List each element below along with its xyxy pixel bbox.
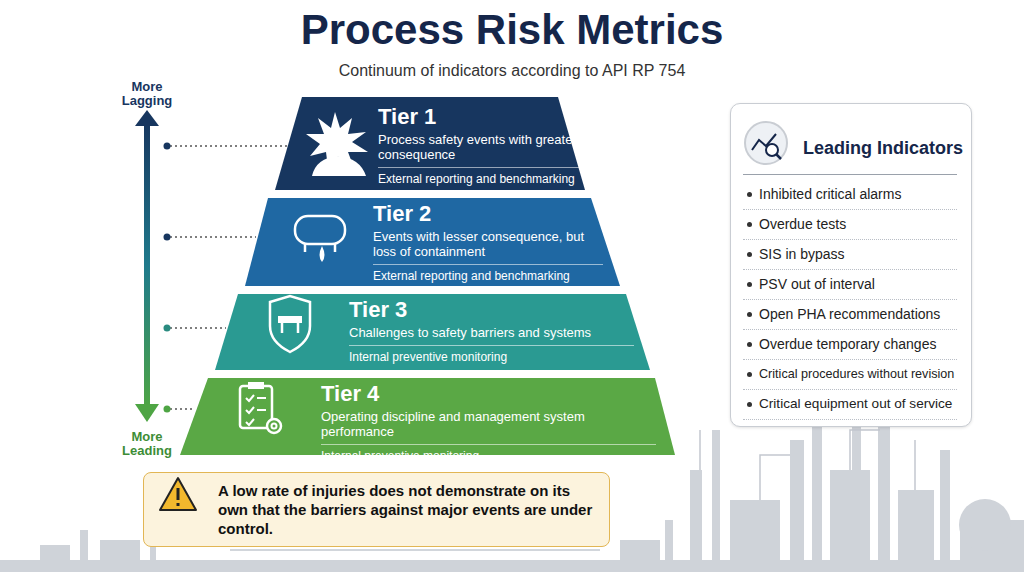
tier-band: Tier 2 Events with lesser consequence, bu…	[240, 198, 625, 286]
tier-description: Process safety events with greatest cons…	[378, 132, 583, 162]
tier-description: Events with lesser consequence, but loss…	[373, 229, 603, 259]
bullet-dot	[747, 282, 752, 287]
bullet-dot	[747, 252, 752, 257]
indicator-panel: Leading IndicatorsInhibited critical ala…	[730, 103, 972, 427]
indicator-text: Open PHA recommendations	[759, 306, 940, 322]
indicator-item: Overdue tests	[743, 210, 957, 240]
indicator-item: PSV out of interval	[743, 270, 957, 300]
tier-text: Tier 3 Challenges to safety barriers and …	[349, 298, 634, 364]
indicator-item: Overdue temporary changes	[743, 330, 957, 360]
indicator-text: Inhibited critical alarms	[759, 186, 901, 202]
bullet-dot	[747, 192, 752, 197]
indicator-text: Critical procedures without revision	[759, 367, 954, 381]
tier-band: Tier 4 Operating discipline and managemen…	[178, 378, 678, 455]
indicator-item: Open PHA recommendations	[743, 300, 957, 330]
tier-text: Tier 4 Operating discipline and managemen…	[321, 382, 656, 463]
tier-heading: Tier 1	[378, 105, 583, 129]
tier-scope: External reporting and benchmarking	[373, 264, 603, 283]
tier-scope: External reporting and benchmarking	[378, 167, 583, 186]
tier-text: Tier 1 Process safety events with greates…	[378, 105, 583, 186]
bullet-dot	[747, 342, 752, 347]
bullet-dot	[747, 312, 752, 317]
tier-description: Operating discipline and management syst…	[321, 409, 656, 439]
tier-heading: Tier 2	[373, 202, 603, 226]
tier-band: Tier 3 Challenges to safety barriers and …	[210, 294, 655, 370]
indicator-text: PSV out of interval	[759, 276, 875, 292]
axis-label: More Lagging	[107, 80, 187, 108]
title: Process Risk Metrics	[0, 6, 1024, 54]
bullet-dot	[747, 222, 752, 227]
indicator-item: Inhibited critical alarms	[743, 180, 957, 210]
tier-description: Challenges to safety barriers and system…	[349, 325, 634, 340]
panel-heading: Leading Indicators	[803, 138, 963, 159]
axis-label: More Leading	[107, 430, 187, 458]
bullet-dot	[747, 402, 752, 407]
warning-text: A low rate of injuries does not demonstr…	[218, 481, 603, 538]
panel-rule	[743, 174, 957, 175]
indicator-text: Overdue tests	[759, 216, 846, 232]
indicator-text: SIS in bypass	[759, 246, 845, 262]
tier-heading: Tier 3	[349, 298, 634, 322]
bullet-dot	[747, 372, 752, 377]
indicator-item: SIS in bypass	[743, 240, 957, 270]
indicator-text: Overdue temporary changes	[759, 336, 936, 352]
indicator-item: Critical procedures without revision	[743, 360, 957, 390]
warning-box: A low rate of injuries does not demonstr…	[143, 472, 610, 547]
subtitle: Continuum of indicators according to API…	[0, 62, 1024, 80]
tier-text: Tier 2 Events with lesser consequence, bu…	[373, 202, 603, 283]
tier-scope: Internal preventive monitoring	[321, 444, 656, 463]
tier-heading: Tier 4	[321, 382, 656, 406]
tier-band: Tier 1 Process safety events with greates…	[270, 97, 590, 190]
tier-scope: Internal preventive monitoring	[349, 345, 634, 364]
indicator-item: Critical equipment out of service	[743, 390, 957, 420]
indicator-text: Critical equipment out of service	[759, 396, 952, 411]
